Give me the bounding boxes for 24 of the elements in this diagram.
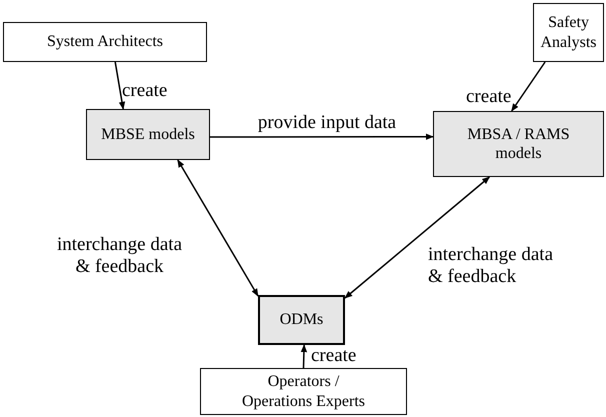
model-box: [86, 109, 210, 160]
node-label: System Architects: [47, 32, 163, 52]
node-label: Safety Analysts: [540, 13, 598, 52]
arrow: [344, 176, 490, 299]
edge-label: create: [122, 80, 168, 102]
actor-box: [533, 3, 604, 62]
edge-label: provide input data: [256, 112, 398, 134]
arrow: [114, 62, 126, 110]
actor-box: [3, 22, 207, 62]
arrow: [210, 134, 434, 140]
model-box: [258, 295, 345, 345]
arrow: [300, 344, 308, 368]
arrow: [177, 159, 259, 297]
node-label: MBSE models: [101, 124, 195, 144]
node-label: MBSA / RAMS models: [466, 124, 571, 164]
edge-label: interchange data & feedback: [56, 234, 183, 278]
edge-label: create: [466, 86, 512, 108]
edge-label: interchange data & feedback: [428, 244, 554, 288]
edge-label: create: [311, 345, 358, 367]
node-label: Operators / Operations Experts: [240, 372, 366, 411]
actor-box: [200, 368, 407, 415]
model-box: [433, 111, 604, 177]
node-label: ODMs: [280, 310, 324, 330]
arrow: [511, 62, 546, 112]
